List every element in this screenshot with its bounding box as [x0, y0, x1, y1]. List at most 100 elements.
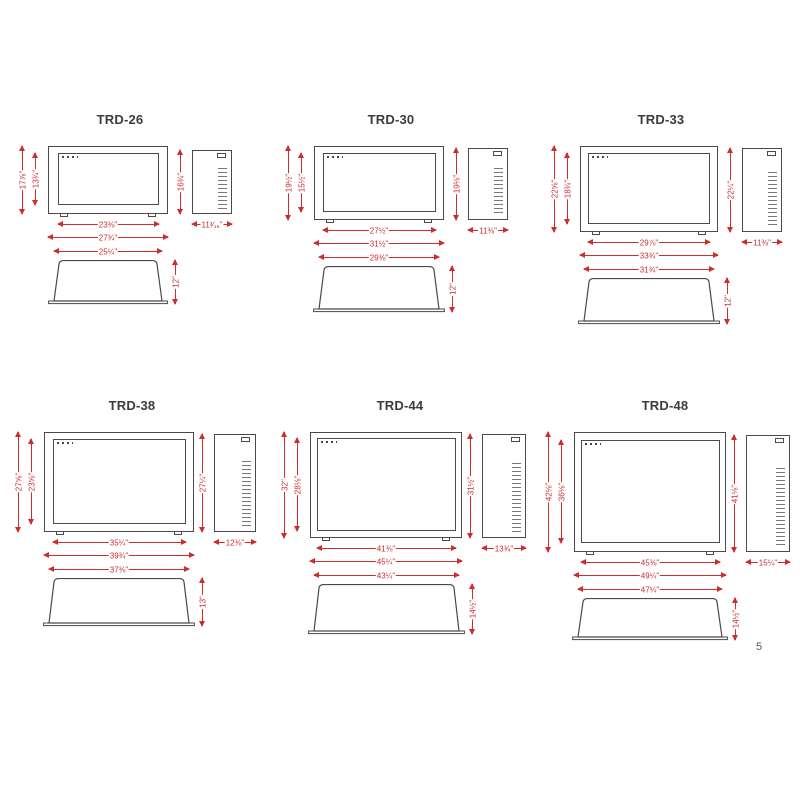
dim-side-height-label: 31½": [466, 475, 476, 497]
dim-front-outer-height-label: 19½": [284, 172, 294, 194]
model-title: TRD-38: [108, 398, 156, 413]
trim-view: [307, 583, 465, 635]
model-title: TRD-44: [376, 398, 424, 413]
dim-side-depth: 11⅜": [741, 238, 783, 248]
dim-side-height: 31½": [466, 433, 476, 539]
control-dots: [584, 443, 601, 445]
dim-front-outer-width: 33¾": [579, 251, 719, 261]
dim-trim-height: 14½": [467, 583, 478, 635]
dim-side-height-label: 27¼": [198, 472, 208, 494]
trim-body: [318, 265, 440, 310]
dim-side-depth-label: 12⅜": [224, 538, 246, 548]
trim-view: [48, 259, 168, 305]
trim-view-wrap: [578, 277, 720, 326]
control-dots: [592, 156, 608, 158]
dim-side-depth: 15¼": [745, 558, 791, 568]
dim-trim-height: 12": [448, 265, 458, 313]
dim-front-outer-height-label: 42⅛": [544, 481, 554, 503]
control-dots: [61, 156, 78, 158]
front-glass: [580, 440, 720, 543]
front-foot-left: [326, 220, 334, 223]
control-dots: [320, 441, 337, 443]
side-view: [482, 434, 526, 538]
dim-side-height-label: 41⅛": [730, 483, 740, 504]
dim-trim-height: 14½": [731, 597, 741, 641]
front-view: [574, 432, 726, 552]
front-foot-left: [592, 232, 600, 235]
trim-view-wrap: [307, 583, 465, 636]
side-vents: [494, 168, 503, 215]
dim-front-outer-width: 49¼": [573, 571, 727, 581]
dim-front-outer-height: 19½": [284, 145, 294, 221]
trim-view: [43, 577, 195, 627]
dim-trim-width: 25¼": [53, 247, 163, 257]
dim-front-outer-width-label: 27¾": [97, 233, 119, 243]
front-glass: [52, 439, 186, 524]
dim-front-outer-height-label: 27⅝": [14, 471, 24, 493]
page-number: 5: [756, 641, 763, 653]
dim-front-inner-height: 15½": [297, 152, 307, 213]
dim-front-inner-height: 13¾": [31, 152, 41, 206]
front-foot-left: [586, 552, 594, 555]
side-vents: [218, 168, 227, 209]
trim-flange: [307, 630, 465, 635]
model-title: TRD-48: [641, 398, 689, 413]
trim-body: [577, 597, 723, 638]
dim-trim-width: 31¾": [583, 265, 715, 275]
front-glass: [322, 153, 436, 212]
dim-trim-width-label: 31¾": [638, 265, 660, 275]
dim-front-inner-height-label: 28⅛": [293, 474, 303, 495]
trim-view-wrap: [313, 265, 445, 314]
dim-side-depth: 11⅜": [467, 226, 509, 236]
trim-flange: [578, 320, 720, 325]
dim-front-outer-height: 42⅛": [544, 431, 554, 553]
dim-trim-height: 12": [723, 277, 733, 325]
front-foot-left: [60, 214, 68, 217]
front-view: [314, 146, 444, 220]
front-view: [310, 432, 462, 538]
trim-view: [572, 597, 728, 641]
side-cutout: [775, 438, 784, 443]
side-cutout: [511, 437, 520, 442]
trim-body: [53, 259, 163, 302]
trim-view: [313, 265, 445, 313]
dim-front-inner-width: 27½": [321, 226, 437, 236]
side-vents: [776, 468, 785, 547]
dim-trim-width-label: 29⅜": [368, 253, 390, 263]
dim-front-inner-height-label: 23⅝": [27, 471, 37, 492]
front-foot-left: [322, 538, 330, 541]
dim-front-inner-width-label: 45⅜": [639, 558, 661, 568]
dim-front-outer-height-label: 22⅝": [550, 178, 560, 200]
dim-trim-height-label: 14½": [467, 598, 478, 620]
trim-view-wrap: [43, 577, 195, 628]
dim-trim-height-label: 12": [171, 275, 181, 289]
dim-front-outer-width-label: 49¼": [639, 571, 661, 581]
trim-body: [312, 583, 460, 632]
front-glass: [316, 438, 456, 531]
dim-front-outer-height-label: 17⅞": [18, 169, 28, 191]
dim-side-height: 22¼": [726, 147, 736, 233]
dim-front-outer-height: 27⅝": [14, 431, 24, 533]
dim-side-height: 16¾": [176, 149, 186, 215]
dim-trim-height-label: 14½": [731, 608, 741, 630]
dim-front-outer-height: 17⅞": [18, 145, 28, 215]
dim-front-inner-height-label: 36⅛": [557, 481, 567, 502]
dim-trim-width: 29⅜": [318, 253, 440, 263]
dim-front-outer-height: 32": [280, 431, 290, 539]
front-foot-right: [424, 220, 432, 223]
dim-front-inner-width-label: 27½": [368, 226, 390, 236]
side-cutout: [767, 151, 776, 156]
model-title: TRD-26: [96, 112, 144, 127]
dim-side-depth-label: 11⅜": [478, 226, 498, 236]
trim-flange: [43, 622, 195, 627]
dim-trim-width-label: 25¼": [97, 247, 119, 257]
control-dots: [326, 156, 343, 158]
trim-body: [48, 577, 190, 624]
front-foot-right: [698, 232, 706, 235]
dim-side-depth-label: 11³⁄₁₆": [200, 220, 224, 230]
front-foot-right: [174, 532, 182, 535]
